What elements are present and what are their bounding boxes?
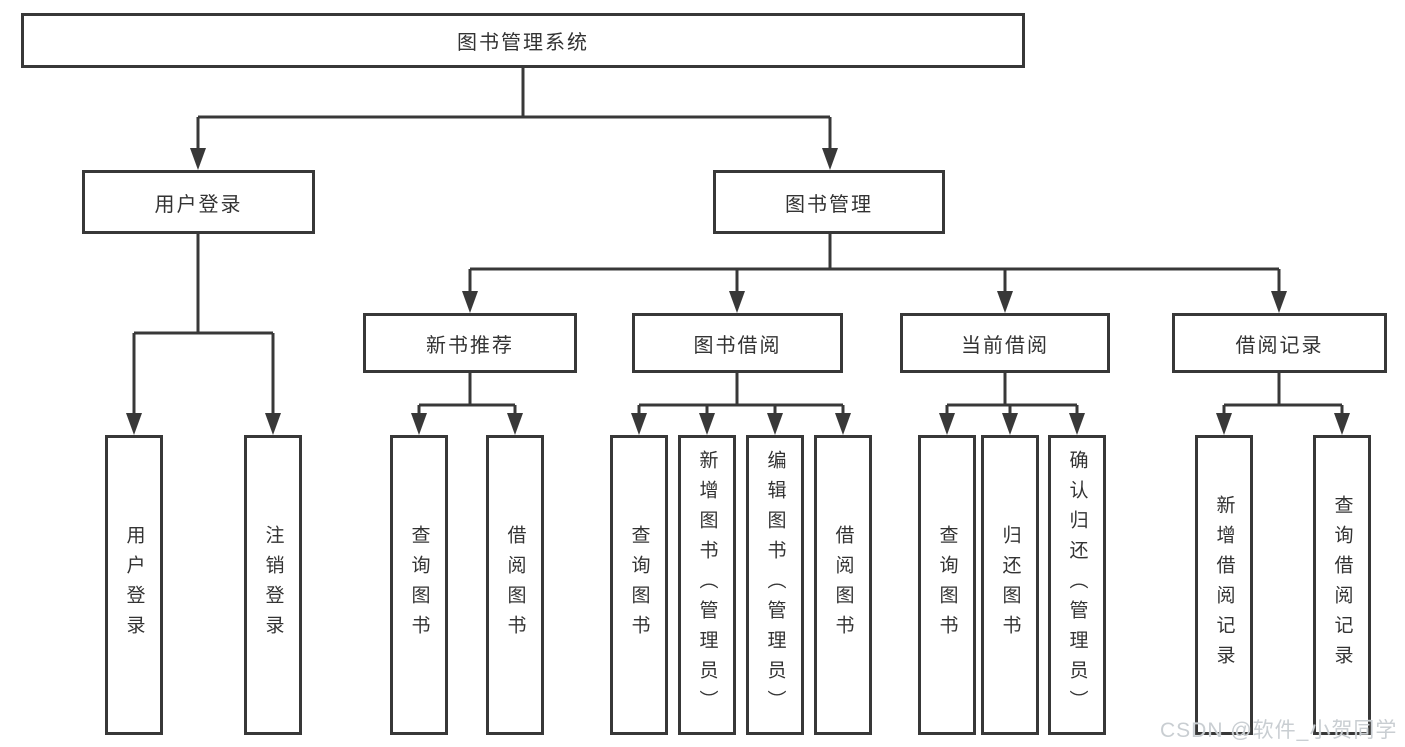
node-label: 用户登录 xyxy=(154,193,243,216)
node-label: 查询借阅记录 xyxy=(1331,495,1353,675)
node-label: 图书管理系统 xyxy=(457,32,589,54)
node-label: 图书借阅 xyxy=(693,334,782,357)
node-label: 图书管理 xyxy=(785,193,873,216)
leaf-return-books: 归还图书 xyxy=(981,435,1039,735)
leaf-query-books-current: 查询图书 xyxy=(918,435,976,735)
node-label: 归还图书 xyxy=(999,525,1021,645)
leaf-edit-books-admin: 编辑图书（管理员） xyxy=(746,435,804,735)
leaf-confirm-return-admin: 确认归还（管理员） xyxy=(1048,435,1106,735)
node-current-borrowing: 当前借阅 xyxy=(900,313,1110,373)
node-label: 借阅记录 xyxy=(1235,334,1324,357)
node-borrowing-records: 借阅记录 xyxy=(1172,313,1387,373)
node-label: 查询图书 xyxy=(408,525,430,645)
node-new-book-recommendation: 新书推荐 xyxy=(363,313,577,373)
node-label: 注销登录 xyxy=(262,525,284,645)
node-library-management-system: 图书管理系统 xyxy=(21,13,1025,68)
leaf-query-books-borrowing: 查询图书 xyxy=(610,435,668,735)
node-label: 当前借阅 xyxy=(961,334,1049,357)
leaf-query-borrow-record: 查询借阅记录 xyxy=(1313,435,1371,735)
node-book-management: 图书管理 xyxy=(713,170,945,234)
node-label: 借阅图书 xyxy=(832,525,854,645)
leaf-add-borrow-record: 新增借阅记录 xyxy=(1195,435,1253,735)
leaf-user-login: 用户登录 xyxy=(105,435,163,735)
node-label: 查询图书 xyxy=(628,525,650,645)
csdn-watermark: CSDN @软件_小贺同学 xyxy=(1160,719,1398,742)
node-label: 新书推荐 xyxy=(426,334,514,357)
leaf-query-books-recommend: 查询图书 xyxy=(390,435,448,735)
node-user-login: 用户登录 xyxy=(82,170,315,234)
node-label: 借阅图书 xyxy=(504,525,526,645)
node-label: 确认归还（管理员） xyxy=(1066,450,1088,720)
node-book-borrowing: 图书借阅 xyxy=(632,313,843,373)
node-label: 新增图书（管理员） xyxy=(696,450,718,720)
node-label: 用户登录 xyxy=(123,525,145,645)
leaf-logout: 注销登录 xyxy=(244,435,302,735)
leaf-add-books-admin: 新增图书（管理员） xyxy=(678,435,736,735)
leaf-borrow-books-recommend: 借阅图书 xyxy=(486,435,544,735)
node-label: 新增借阅记录 xyxy=(1213,495,1235,675)
node-label: 查询图书 xyxy=(936,525,958,645)
leaf-borrow-books: 借阅图书 xyxy=(814,435,872,735)
node-label: 编辑图书（管理员） xyxy=(764,450,786,720)
